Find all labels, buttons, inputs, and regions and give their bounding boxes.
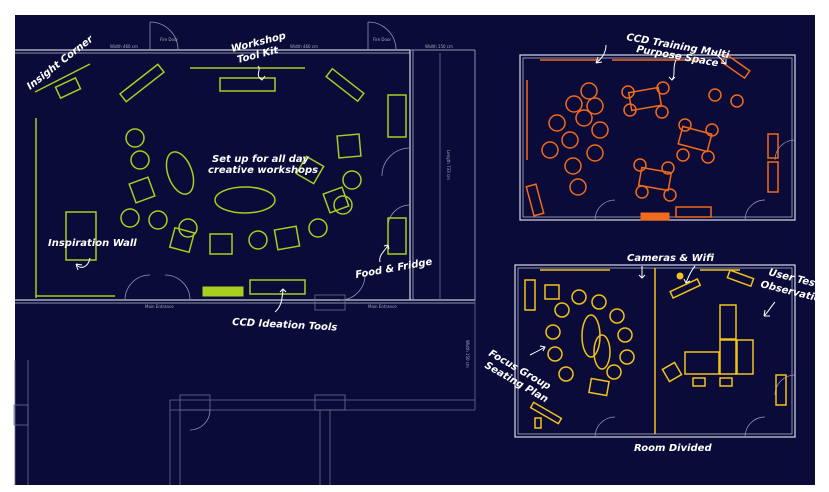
- width-label: Width 460 cm: [290, 44, 318, 49]
- workshop-furniture: [34, 63, 407, 298]
- arrow-icon: [763, 301, 776, 317]
- training-furniture: [525, 53, 779, 221]
- length-label: Length 733 cm: [446, 150, 451, 180]
- arrow-icon: [595, 44, 607, 64]
- width-label: Width 150 cm: [425, 44, 453, 49]
- main-entrance-label: Main Entrance: [145, 304, 174, 309]
- setup-label: creative workshops: [208, 165, 318, 176]
- fire-door-label: Fire Door: [160, 37, 178, 42]
- main-entrance-label: Main Entrance: [368, 304, 397, 309]
- plan-background: [15, 15, 815, 485]
- inspiration-wall-label: Inspiration Wall: [48, 238, 137, 249]
- workshop-room-walls: [15, 21, 476, 304]
- cameras-wifi-label: Cameras & Wifi: [627, 253, 714, 264]
- arrow-icon: [683, 265, 696, 284]
- testing-furniture: [524, 268, 787, 434]
- arrow-icon: [668, 59, 677, 81]
- arrow-icon: [711, 49, 727, 65]
- arrow-icon: [274, 288, 287, 313]
- arrow-icon: [379, 244, 390, 263]
- arrow-icon: [75, 257, 91, 271]
- arrow-icon: [529, 345, 546, 356]
- width-label: Width 460 cm: [110, 44, 138, 49]
- arrow-icon: [638, 266, 646, 279]
- width-label: Width 150 cm: [465, 340, 470, 368]
- room-divided-label: Room Divided: [634, 443, 712, 454]
- fire-door-label: Fire Door: [373, 37, 391, 42]
- dimension-annotations: Fire Door Width 460 cm Width 460 cm Fire…: [110, 37, 470, 368]
- setup-label: Set up for all day: [212, 154, 309, 165]
- corridor-walls: [13, 294, 476, 485]
- arrow-icon: [257, 65, 266, 81]
